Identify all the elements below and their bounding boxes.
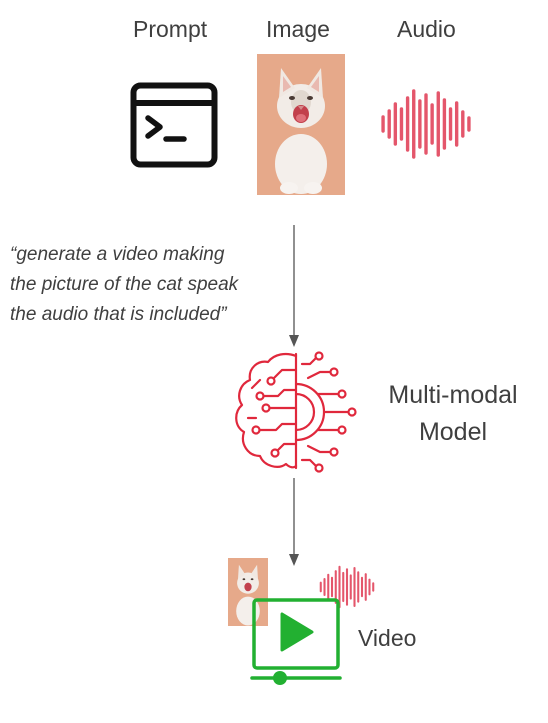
sound-wave-icon (381, 89, 471, 159)
video-label: Video (358, 625, 417, 651)
instruction-text: “generate a video making the picture of … (10, 240, 290, 330)
image-label: Image (266, 16, 330, 42)
prompt-label: Prompt (133, 16, 208, 42)
instruction-line-3: the audio that is included” (10, 304, 227, 325)
model-label-line-2: Model (418, 418, 488, 446)
brain-circuit-icon (235, 351, 357, 473)
model-label-line-1: Multi-modal (388, 381, 518, 409)
model-label: Multi-modal Model (374, 377, 532, 451)
terminal-icon (130, 82, 218, 168)
cat-photo (257, 54, 345, 195)
instruction-line-1: “generate a video making (10, 244, 225, 265)
arrow-to-model (289, 225, 299, 347)
audio-label: Audio (397, 16, 456, 42)
arrow-to-video (289, 478, 299, 566)
instruction-line-2: the picture of the cat speak (10, 274, 239, 295)
video-player-icon (250, 598, 342, 685)
output-sound-wave-icon (319, 565, 375, 609)
